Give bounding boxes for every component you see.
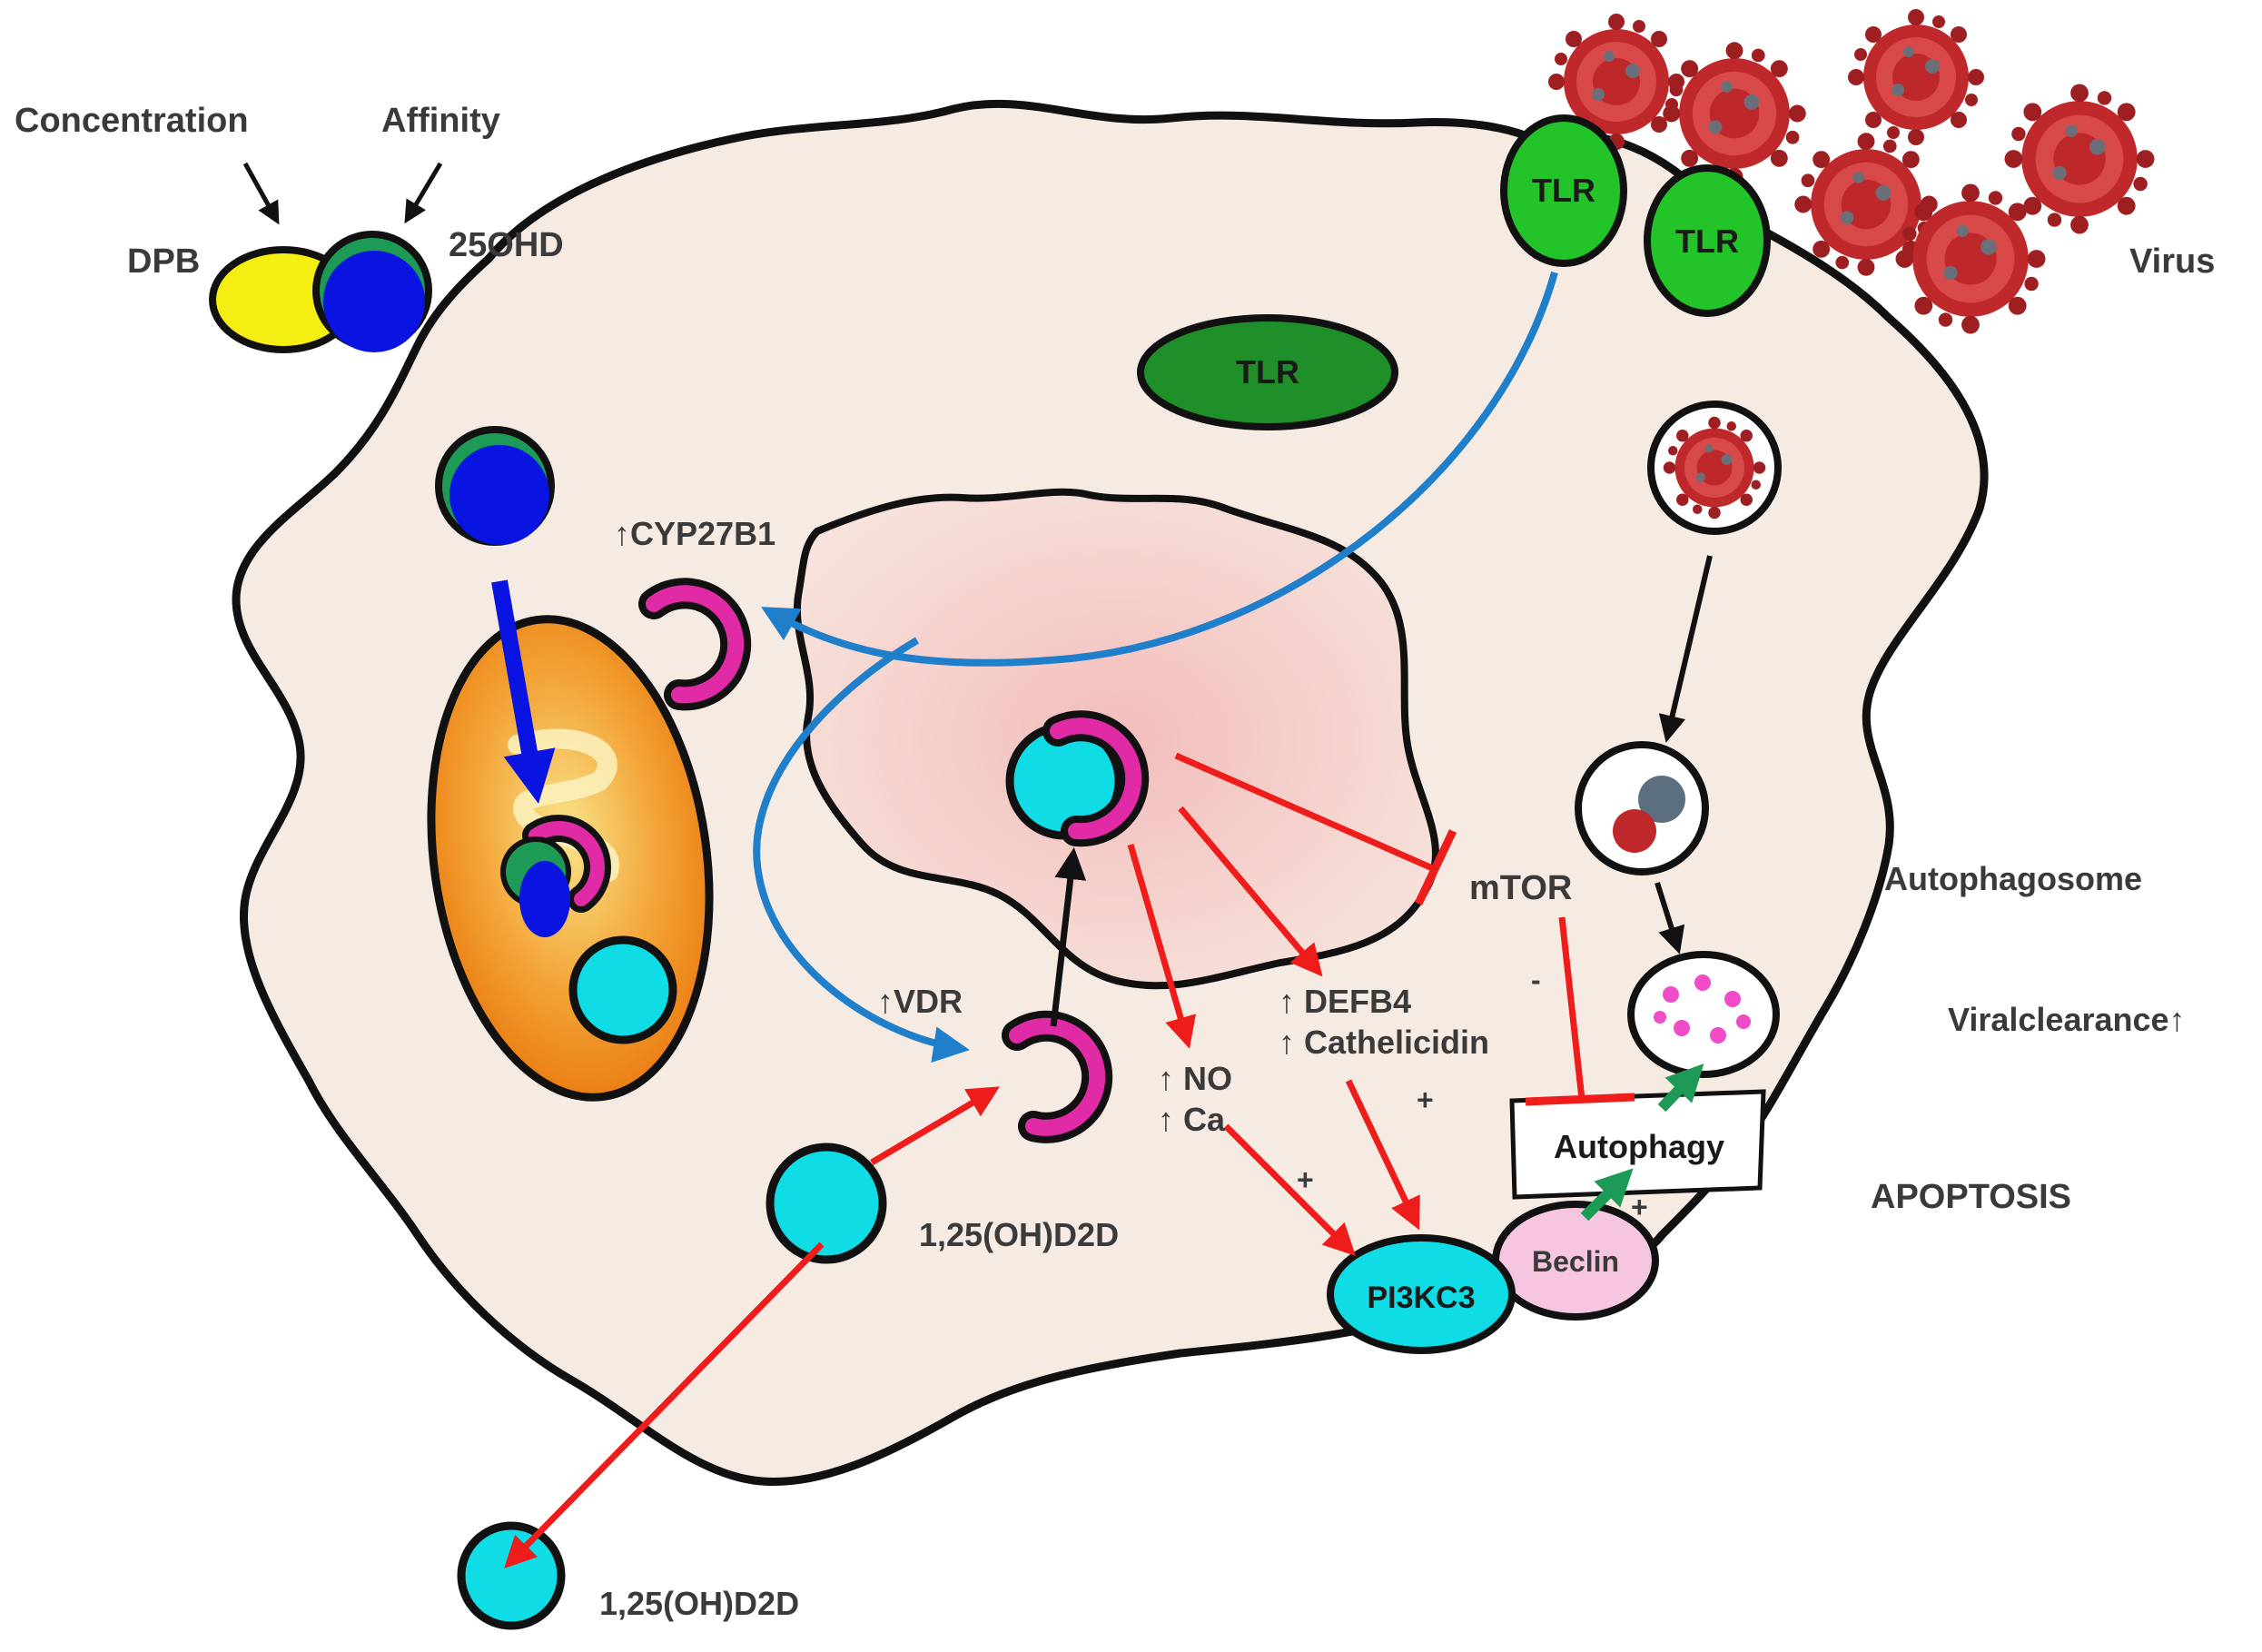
- inhibit-bar-autophagy: [1525, 1093, 1635, 1106]
- lysosome-granules: [1654, 974, 1751, 1044]
- arrow-cathelicidin-to-pi3kc3: [1345, 1079, 1420, 1231]
- label-autophagosome: Autophagosome: [1884, 860, 2142, 897]
- arrow-beclin-to-autophagy: [1580, 1168, 1634, 1222]
- autophagosome-virus-grey: [1638, 776, 1685, 823]
- arrow-vdr-to-no-ca: [1127, 844, 1197, 1049]
- virus-particle-4: [2004, 84, 2155, 234]
- arrow-concentration: [242, 162, 280, 225]
- tlr-to-cyp27b1-arrow: [761, 271, 1558, 667]
- label-minus-mtor: -: [1531, 964, 1541, 996]
- tlr-receptor-3: [1137, 314, 1398, 430]
- arrow-calcitriol-export: [504, 1241, 825, 1568]
- inhibit-mtor-to-autophagy: [1558, 916, 1585, 1100]
- virus-particle-3: [1848, 9, 1984, 145]
- label-plus-cathelicidin: +: [1417, 1083, 1434, 1116]
- pi3kc3-protein: [1327, 1234, 1516, 1354]
- inhibit-vdr-to-mtor: [1174, 752, 1438, 874]
- calcitriol-inner: [766, 1143, 887, 1264]
- label-25ohd: 25OHD: [449, 226, 564, 264]
- label-no: ↑ NO: [1158, 1060, 1232, 1097]
- phagosome-virus: [1663, 416, 1766, 519]
- 25ohd-molecule: [323, 251, 425, 352]
- virus-particle-6: [1895, 183, 2046, 334]
- label-calcitriol-inner: 1,25(OH)D2D: [919, 1216, 1119, 1253]
- mito-25ohd: [519, 861, 570, 937]
- label-tlr-2: TLR: [1675, 223, 1739, 260]
- autophagosome-virus-red: [1613, 809, 1656, 853]
- calcitriol-outer: [457, 1521, 566, 1630]
- label-vdr: ↑VDR: [877, 983, 963, 1020]
- label-plus-no-ca: +: [1297, 1163, 1314, 1196]
- tlr-receptor-1: [1500, 114, 1627, 267]
- label-tlr-3: TLR: [1236, 353, 1299, 391]
- label-affinity: Affinity: [381, 102, 500, 140]
- arrow-vdr-to-nucleus: [1050, 847, 1087, 1027]
- label-cyp27b1: ↑CYP27B1: [614, 515, 775, 552]
- arrow-autophagosome-down: [1655, 882, 1685, 955]
- arrow-no-ca-to-pi3kc3: [1223, 1123, 1356, 1256]
- label-dpb: DPB: [127, 242, 200, 281]
- cyp27b1-enzyme: [646, 585, 745, 704]
- tlr-to-vdr-arrow: [753, 637, 970, 1063]
- label-viral-clearance: Viralclearance↑: [1948, 1001, 2186, 1038]
- arrow-phagosome-down: [1658, 555, 1713, 743]
- arrow-vdr-to-defb4: [1178, 806, 1323, 977]
- inhibit-bar-mtor: [1414, 829, 1457, 905]
- mito-enzyme-magenta: [528, 821, 605, 906]
- arrow-calcitriol-to-vdr: [870, 1086, 1001, 1166]
- vdr-receptor: [1009, 1017, 1106, 1136]
- arrow-autophagy-to-clearance: [1657, 1063, 1704, 1113]
- arrow-affinity: [404, 162, 443, 224]
- label-cathelicidin: ↑ Cathelicidin: [1279, 1024, 1489, 1061]
- tlr-receptor-2: [1644, 164, 1771, 317]
- label-apoptosis: APOPTOSIS: [1871, 1178, 2071, 1216]
- label-autophagy: Autophagy: [1554, 1128, 1724, 1165]
- label-concentration: Concentration: [15, 102, 249, 140]
- label-beclin: Beclin: [1532, 1245, 1619, 1278]
- nuclear-vdr: [1050, 717, 1142, 840]
- label-pi3kc3: PI3KC3: [1367, 1281, 1475, 1315]
- virus-particle-2: [1663, 42, 1806, 185]
- lysosome: [1627, 951, 1780, 1078]
- label-defb4: ↑ DEFB4: [1279, 983, 1411, 1020]
- arrow-25ohd-to-mito: [491, 579, 556, 805]
- label-virus: Virus: [2129, 242, 2215, 281]
- label-calcitriol-outer: 1,25(OH)D2D: [599, 1585, 799, 1622]
- label-ca: ↑ Ca: [1158, 1101, 1226, 1138]
- label-mtor: mTOR: [1469, 869, 1572, 907]
- label-plus-beclin: +: [1631, 1191, 1648, 1223]
- label-tlr-1: TLR: [1532, 172, 1595, 209]
- mito-calcitriol: [568, 935, 677, 1044]
- 25ohd-membrane: [449, 445, 549, 545]
